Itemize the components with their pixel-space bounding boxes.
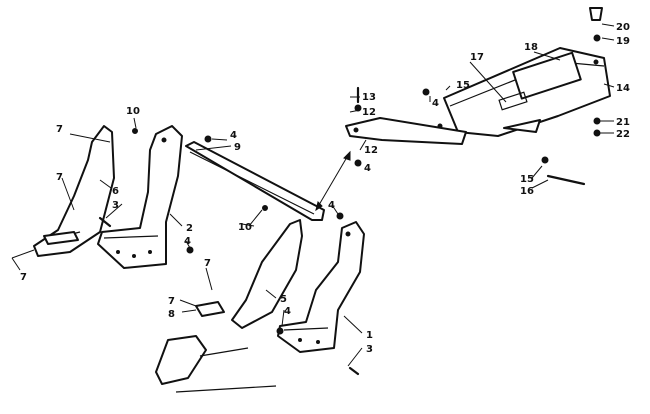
callout-18: 18 <box>524 42 538 53</box>
callout-19: 19 <box>616 36 630 47</box>
hardware <box>98 7 603 376</box>
callout-12: 12 <box>364 145 378 156</box>
callout-20: 20 <box>616 22 630 33</box>
part-8-clip <box>195 301 225 317</box>
part-1-right-bracket <box>277 221 365 353</box>
callout-3: 3 <box>112 200 119 211</box>
callout-15: 15 <box>456 80 470 91</box>
callout-3: 3 <box>366 344 373 355</box>
callout-15: 15 <box>520 174 534 185</box>
callout-10: 10 <box>126 106 140 117</box>
callout-21: 21 <box>616 117 630 128</box>
callout-14: 14 <box>616 83 630 94</box>
alignment-arrow <box>315 150 351 212</box>
part-5-plate <box>231 219 303 329</box>
callout-4: 4 <box>364 163 371 174</box>
callout-6: 6 <box>112 186 119 197</box>
part-14-housing <box>443 47 611 137</box>
callout-8: 8 <box>168 309 175 320</box>
callout-7: 7 <box>168 296 175 307</box>
callout-13: 13 <box>362 92 376 103</box>
callout-4: 4 <box>284 306 291 317</box>
callout-22: 22 <box>616 129 630 140</box>
callout-4: 4 <box>328 200 335 211</box>
callout-9: 9 <box>234 142 241 153</box>
part-6-bracket-plate <box>33 125 115 257</box>
callout-7: 7 <box>56 124 63 135</box>
callout-1: 1 <box>366 330 373 341</box>
callout-17: 17 <box>470 52 484 63</box>
callout-4: 4 <box>432 98 439 109</box>
callout-5: 5 <box>280 294 287 305</box>
callout-7: 7 <box>56 172 63 183</box>
callout-4: 4 <box>184 236 191 247</box>
part-12-link-bracket <box>345 117 467 145</box>
callout-labels: 7 7 7 10 4 9 6 3 2 4 10 4 13 12 12 4 4 1… <box>20 22 630 355</box>
leader-lines <box>11 23 615 367</box>
callout-12: 12 <box>362 107 376 118</box>
callout-10: 10 <box>238 222 252 233</box>
part-2-left-bracket <box>97 125 183 269</box>
callout-7: 7 <box>20 272 27 283</box>
part-9-arm <box>185 141 325 221</box>
callout-7: 7 <box>204 258 211 269</box>
callout-2: 2 <box>186 223 193 234</box>
lower-base-fragment <box>155 335 277 393</box>
callout-16: 16 <box>520 186 534 197</box>
callout-4: 4 <box>230 130 237 141</box>
